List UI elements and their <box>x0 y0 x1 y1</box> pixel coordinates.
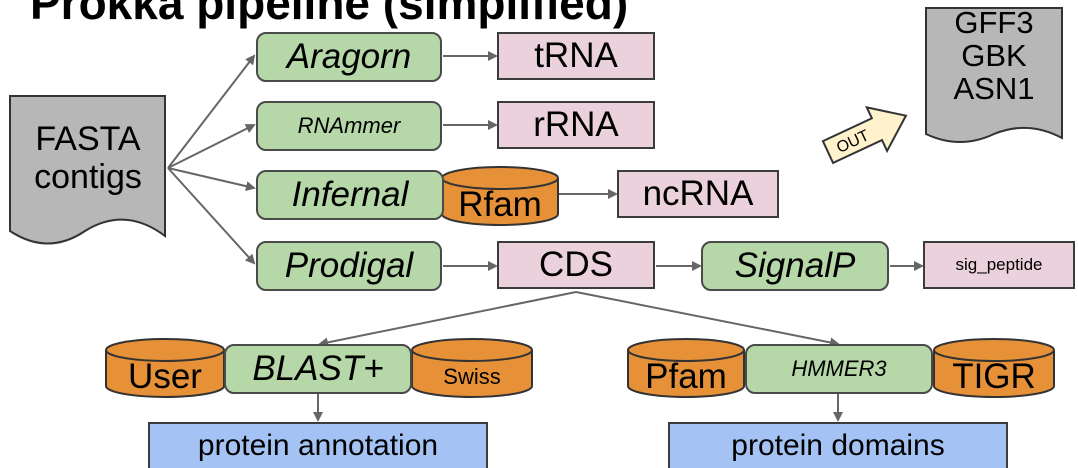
fasta-document-shape <box>9 95 166 245</box>
sig-peptide-output-box: sig_peptide <box>923 241 1075 289</box>
tigr-database-label: TIGR <box>952 357 1036 396</box>
pfam-database-cylinder <box>627 338 745 398</box>
protein-domains-result-box: protein domains <box>668 422 1008 468</box>
cds-output-box: CDS <box>497 241 655 289</box>
format-gff3: GFF3 <box>954 5 1034 40</box>
rnammer-tool-box: RNAmmer <box>256 101 442 151</box>
rrna-output-box: rRNA <box>497 101 655 149</box>
fasta-input-label: FASTA contigs <box>20 120 156 196</box>
aragorn-tool-box: Aragorn <box>256 32 442 82</box>
hmmer3-tool-box: HMMER3 <box>745 344 933 394</box>
prodigal-tool-box: Prodigal <box>256 241 442 291</box>
arrow-fasta-aragorn <box>167 54 256 169</box>
user-database-cylinder <box>105 338 225 398</box>
page-title: Prokka pipeline (simplified) <box>30 0 629 29</box>
signalp-tool-box: SignalP <box>701 241 889 291</box>
arrow-cds-hmmer <box>575 291 840 348</box>
trna-output-box: tRNA <box>497 32 655 80</box>
fasta-label-line1: FASTA <box>35 120 141 158</box>
blast-tool-box: BLAST+ <box>224 344 412 394</box>
arrow-fasta-prodigal <box>167 167 256 265</box>
swiss-database-label: Swiss <box>443 364 501 389</box>
ncrna-output-box: ncRNA <box>617 170 779 218</box>
infernal-tool-box: Infernal <box>256 170 444 220</box>
user-database-label: User <box>128 357 202 396</box>
out-arrow: OUT <box>821 106 908 165</box>
arrow-fasta-rnammer <box>167 124 256 169</box>
arrow-fasta-infernal <box>167 167 256 192</box>
fasta-label-line2: contigs <box>34 158 142 196</box>
formats-document-shape <box>925 7 1063 143</box>
tigr-database-cylinder <box>933 338 1055 398</box>
output-formats-label: GFF3 GBK ASN1 <box>930 6 1058 105</box>
format-gbk: GBK <box>961 38 1027 73</box>
swiss-database-cylinder <box>411 338 533 398</box>
arrow-cds-blast <box>318 291 577 348</box>
protein-annotation-result-box: protein annotation <box>148 422 488 468</box>
rfam-database-label: Rfam <box>458 185 542 224</box>
format-asn1: ASN1 <box>953 71 1035 106</box>
pfam-database-label: Pfam <box>645 357 727 396</box>
